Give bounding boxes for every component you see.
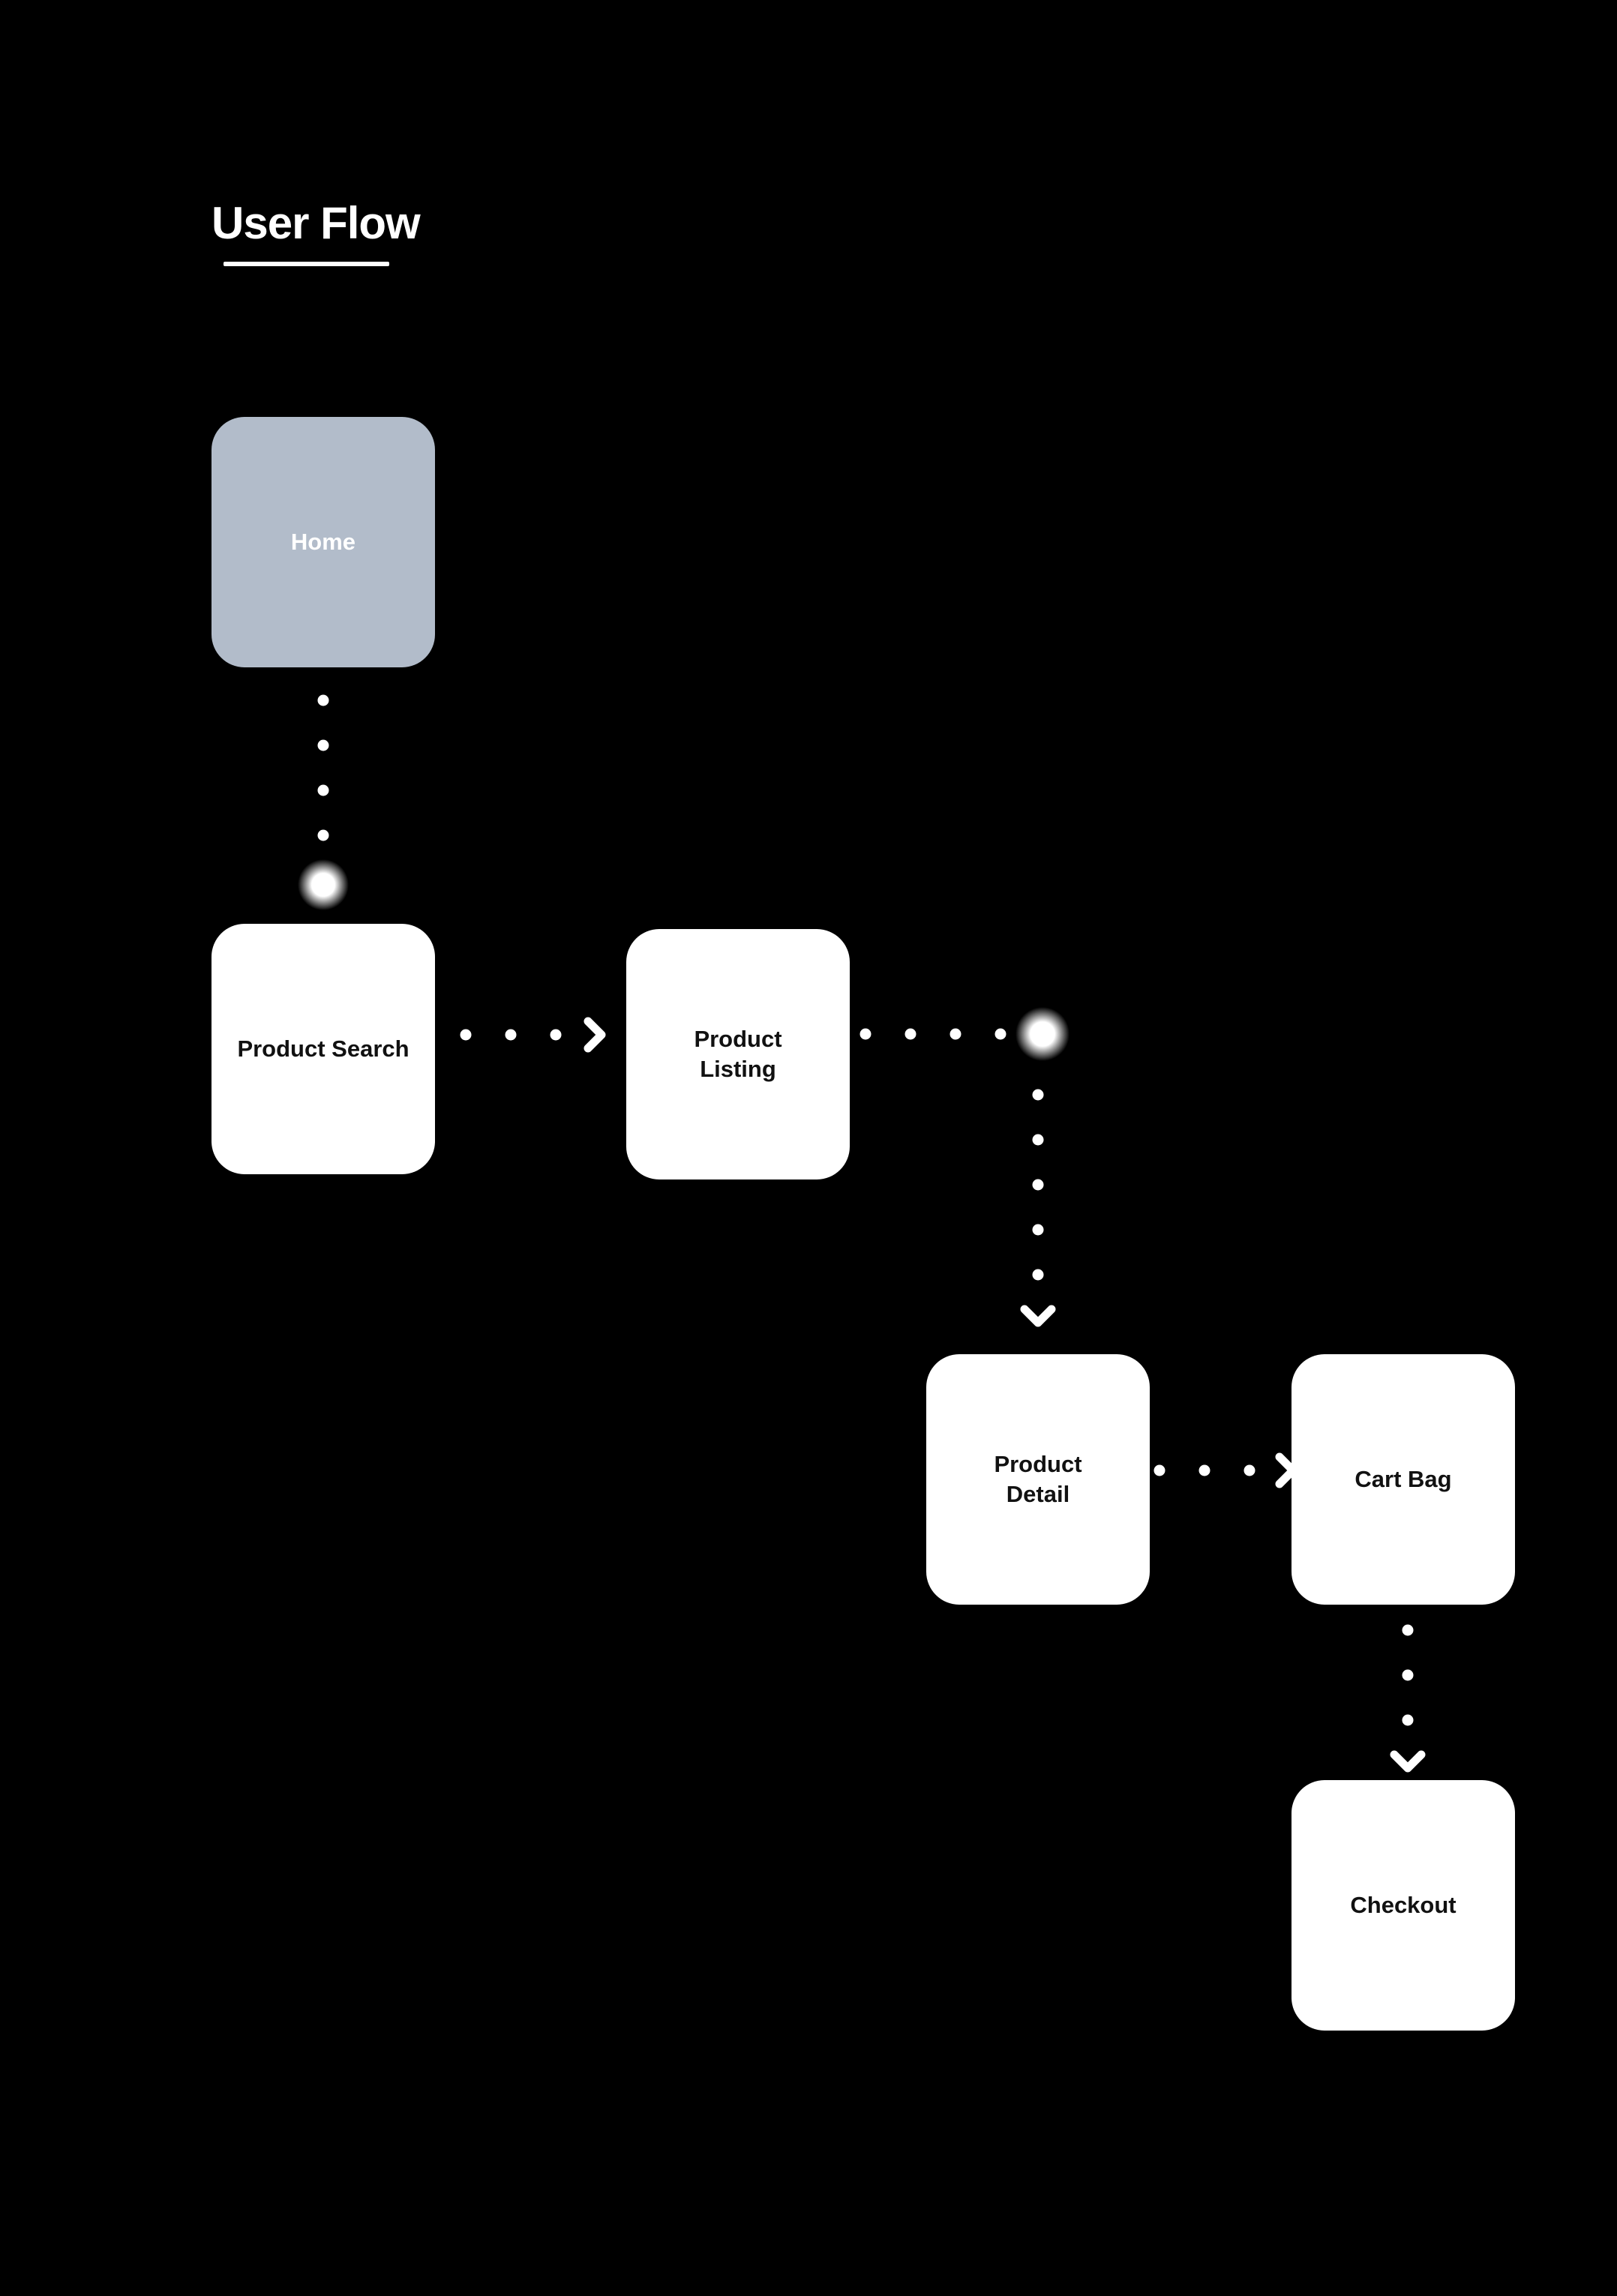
junction-glow (1016, 1007, 1070, 1061)
connector-dot (1032, 1134, 1044, 1146)
connector-dot (550, 1029, 562, 1041)
connector-dot (505, 1029, 517, 1041)
connector-listing-to-detail (860, 1007, 1070, 1327)
connector-cart-to-checkout (1390, 1624, 1426, 1773)
connector-dot (904, 1028, 916, 1040)
title-underline (224, 262, 389, 266)
node-product-search[interactable]: Product Search (212, 924, 435, 1174)
connector-dot (1402, 1714, 1414, 1726)
node-checkout-label: Checkout (1350, 1892, 1456, 1918)
node-home[interactable]: Home (212, 417, 435, 667)
connector-dot (1032, 1269, 1044, 1281)
node-product-listing-label: Product Listing (694, 1026, 782, 1082)
connector-dot (1402, 1669, 1414, 1681)
connector-dot (860, 1028, 872, 1040)
connector-home-to-search (298, 694, 349, 910)
node-cart-bag-label: Cart Bag (1354, 1466, 1452, 1492)
page-title: User Flow (212, 198, 421, 248)
connector-dot (1032, 1089, 1044, 1101)
junction-glow (298, 859, 349, 910)
node-cart-bag[interactable]: Cart Bag (1292, 1354, 1515, 1605)
connector-dot (317, 784, 329, 796)
node-home-label: Home (290, 529, 356, 555)
node-product-listing[interactable]: Product Listing (626, 929, 850, 1179)
connector-dot (994, 1028, 1006, 1040)
node-product-detail[interactable]: Product Detail (926, 1354, 1150, 1605)
connector-dot (460, 1029, 472, 1041)
connector-dot (1402, 1624, 1414, 1636)
node-checkout[interactable]: Checkout (1292, 1780, 1515, 2031)
chevron-right-icon (584, 1017, 606, 1053)
chevron-down-icon (1390, 1750, 1426, 1773)
connector-dot (1154, 1464, 1166, 1476)
connector-dot (317, 739, 329, 751)
connector-dot (317, 829, 329, 841)
connector-dot (317, 694, 329, 706)
connector-dot (1032, 1224, 1044, 1236)
connector-detail-to-cart (1154, 1452, 1298, 1488)
connector-dot (950, 1028, 962, 1040)
node-product-detail-label: Product Detail (994, 1451, 1082, 1507)
node-product-search-label: Product Search (237, 1036, 410, 1062)
connector-dot (1032, 1179, 1044, 1191)
connector-dot (1198, 1464, 1210, 1476)
chevron-down-icon (1020, 1305, 1056, 1327)
connector-dot (1244, 1464, 1256, 1476)
connector-search-to-listing (460, 1017, 606, 1053)
